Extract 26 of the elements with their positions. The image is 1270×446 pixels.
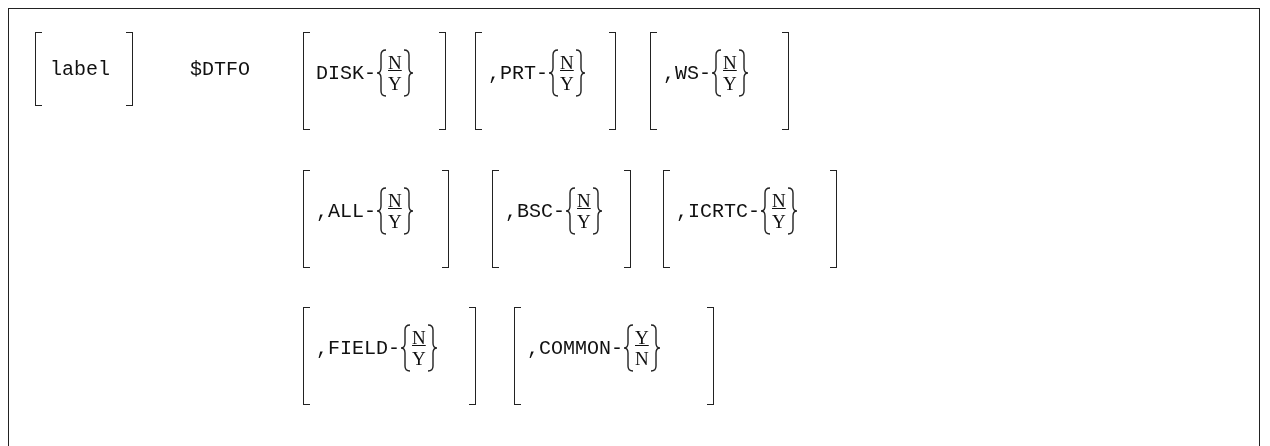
keyword: ,COMMON-: [527, 336, 623, 360]
default-option: N: [772, 190, 786, 211]
option: Y: [412, 348, 426, 369]
default-option: N: [560, 52, 574, 73]
default-option: N: [388, 190, 402, 211]
default-option: N: [412, 327, 426, 348]
macro-name: $DTFO: [190, 58, 250, 81]
keyword: ,BSC-: [505, 199, 565, 223]
keyword: ,PRT-: [488, 61, 548, 85]
keyword: ,FIELD-: [316, 336, 400, 360]
option: Y: [388, 73, 402, 94]
default-option: N: [388, 52, 402, 73]
option: Y: [388, 211, 402, 232]
option: Y: [577, 211, 591, 232]
default-option: N: [723, 52, 737, 73]
default-option: N: [577, 190, 591, 211]
parameter-text: label: [50, 57, 110, 81]
keyword: ,ALL-: [316, 199, 376, 223]
option: Y: [772, 211, 786, 232]
default-option: Y: [635, 327, 649, 348]
option: Y: [560, 73, 574, 94]
option: N: [635, 348, 649, 369]
keyword: DISK-: [316, 61, 376, 85]
option: Y: [723, 73, 737, 94]
keyword: ,WS-: [663, 61, 711, 85]
keyword: ,ICRTC-: [676, 199, 760, 223]
